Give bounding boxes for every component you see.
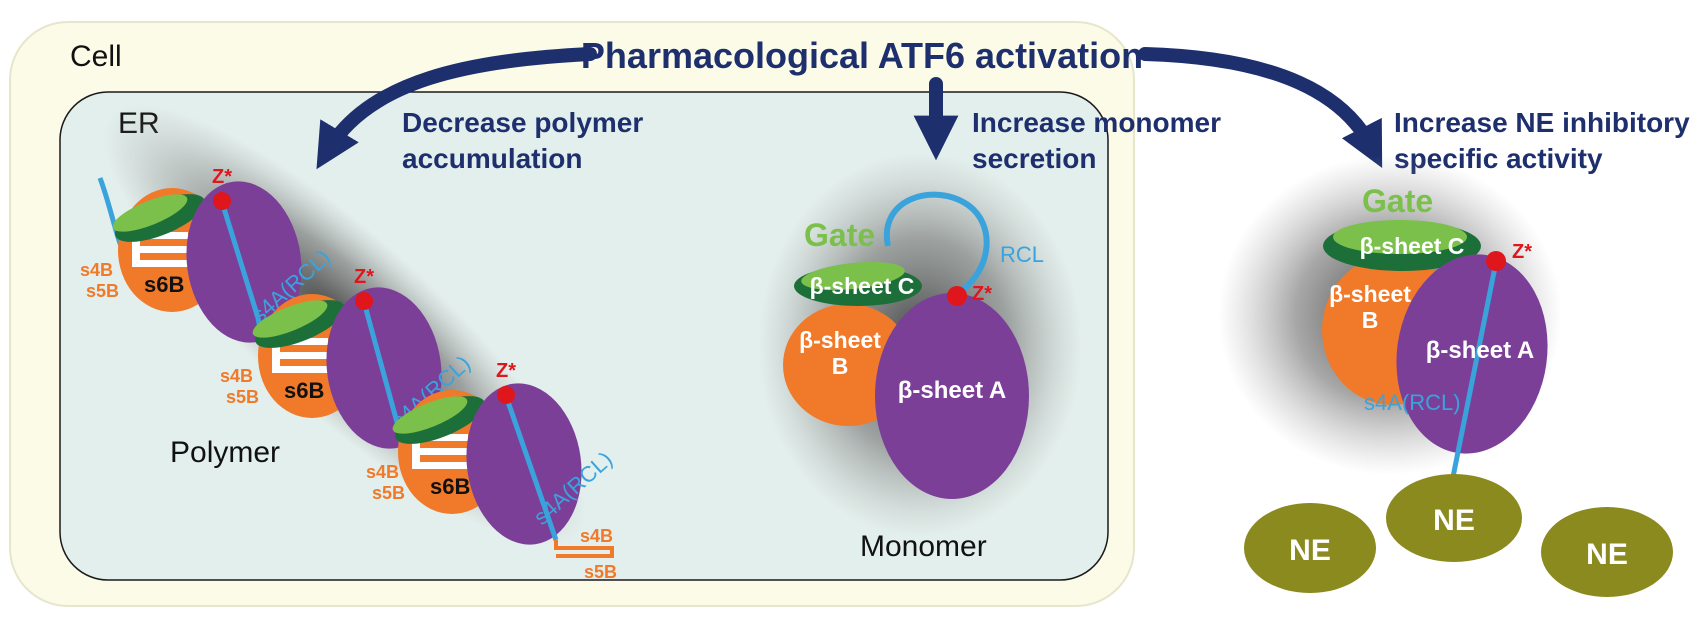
strand-hairpin	[412, 434, 468, 469]
sheet-b-label-line1: β-sheet	[799, 327, 881, 353]
z-site-marker	[497, 386, 515, 404]
sheet-b-label-line2: B	[1362, 307, 1379, 333]
ne-bound	[1386, 474, 1522, 562]
z-label: Z*	[354, 266, 374, 288]
z-site-marker	[947, 286, 967, 306]
polymer-label: Polymer	[170, 436, 280, 469]
activation-arrows	[316, 47, 1383, 170]
z-label: Z*	[212, 166, 232, 188]
polymer-chain: Z* s6B s4B s5B s4A(RCL) Z* s6B s4B s5B s…	[80, 104, 617, 582]
effect-right-line1: Increase NE inhibitory	[1394, 107, 1690, 138]
sheet-a-shape	[466, 383, 582, 545]
rcl-label: RCL	[1000, 242, 1044, 267]
z-label: Z*	[972, 283, 992, 305]
gate-shape	[112, 194, 188, 232]
s6b-label: s6B	[430, 474, 470, 499]
sheet-c-label: β-sheet C	[1360, 233, 1465, 259]
sheet-a-label: β-sheet A	[1426, 337, 1534, 364]
gate-shape	[252, 300, 328, 338]
arrow-to-complex	[1138, 47, 1383, 168]
effect-left-line2: accumulation	[402, 143, 582, 174]
sheet-a-label: β-sheet A	[898, 377, 1006, 404]
polymer-unit-1: Z* s6B s4B s5B s4A(RCL)	[80, 166, 335, 343]
trailing-s4b-label: s4B	[580, 526, 613, 546]
s4b-label: s4B	[366, 462, 399, 482]
z-label: Z*	[496, 360, 516, 382]
ne-free-1	[1244, 503, 1376, 593]
gate-label: Gate	[1362, 183, 1433, 219]
z-site-marker	[1486, 251, 1506, 271]
sheet-a-shape	[875, 293, 1029, 499]
trailing-s5b-label: s5B	[584, 562, 617, 582]
s5b-label: s5B	[226, 387, 259, 407]
gate-label: Gate	[804, 217, 875, 253]
ne-bound-label: NE	[1433, 504, 1475, 537]
gate-shape	[801, 261, 905, 291]
effect-middle-line1: Increase monomer	[972, 107, 1221, 138]
s6b-label: s6B	[284, 378, 324, 403]
gate-shape	[392, 396, 468, 434]
page-title: Pharmacological ATF6 activation	[581, 35, 1143, 76]
ne-free-2	[1541, 507, 1673, 597]
effect-middle-line2: secretion	[972, 143, 1097, 174]
trailing-strand-hairpin	[554, 540, 614, 558]
sheet-a-shape	[1396, 254, 1548, 454]
monomer-label: Monomer	[860, 530, 987, 563]
strand-hairpin	[132, 232, 188, 267]
effect-left-line1: Decrease polymer	[402, 107, 643, 138]
sheet-b-label-line1: β-sheet	[1329, 281, 1411, 307]
strand-hairpin	[272, 338, 328, 373]
s4b-label: s4B	[80, 260, 113, 280]
z-label: Z*	[1512, 241, 1532, 263]
arrow-to-polymer	[316, 47, 597, 170]
s4a-strand	[219, 201, 261, 319]
monomer: Gate RCL Z* β-sheet C β-sheet B β-sheet …	[758, 153, 1082, 537]
ne-free-1-label: NE	[1289, 534, 1331, 567]
s4a-strand	[361, 301, 401, 427]
sheet-a-shape	[186, 181, 302, 343]
rcl-loop	[883, 191, 990, 295]
s5b-label: s5B	[86, 281, 119, 301]
s6b-label: s6B	[144, 272, 184, 297]
ne-free-2-label: NE	[1586, 538, 1628, 571]
gate-shape	[1333, 220, 1467, 254]
s4a-strand	[1447, 261, 1499, 493]
s4a-label: s4A(RCL)	[1364, 390, 1461, 415]
cell-label: Cell	[70, 40, 122, 73]
s5b-label: s5B	[372, 483, 405, 503]
s4b-label: s4B	[220, 366, 253, 386]
z-site-marker	[213, 192, 231, 210]
sheet-b-label-line2: B	[832, 353, 849, 379]
s4a-strand	[503, 395, 559, 541]
ne-complex: Gate Z* β-sheet C β-sheet B β-sheet A s4…	[1218, 155, 1562, 562]
z-site-marker	[355, 292, 373, 310]
sheet-c-label: β-sheet C	[810, 273, 915, 299]
